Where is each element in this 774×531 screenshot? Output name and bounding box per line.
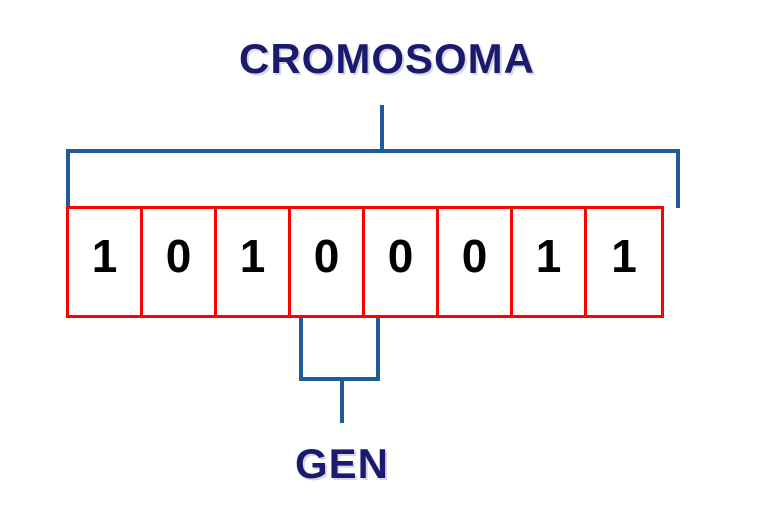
gene-cell[interactable]: 1 [587, 209, 661, 315]
gene-title: GEN [294, 440, 389, 487]
allele-value: 0 [313, 230, 340, 282]
gene-cell[interactable]: 1 [513, 209, 587, 315]
chromosome-strip: 1 0 1 0 0 0 1 1 [66, 206, 664, 318]
gene-bracket-left-leg [299, 317, 303, 381]
gene-cell[interactable]: 1 [69, 209, 143, 315]
allele-value: 0 [165, 230, 192, 282]
allele-value: 1 [611, 230, 637, 282]
gene-bracket-bar [299, 377, 380, 381]
gene-cell[interactable]: 0 [365, 209, 439, 315]
allele-value: 1 [239, 230, 266, 282]
chromosome-bracket-bar [66, 149, 680, 153]
allele-value: 1 [535, 230, 562, 282]
allele-value: 1 [91, 230, 118, 282]
chromosome-title: CROMOSOMA [239, 35, 535, 82]
chromosome-bracket-left-leg [66, 149, 70, 208]
gene-cell[interactable]: 0 [143, 209, 217, 315]
gene-cell[interactable]: 1 [217, 209, 291, 315]
gene-connector-stem [340, 377, 344, 423]
gene-cell-highlighted[interactable]: 0 [291, 209, 365, 315]
gene-bracket-right-leg [376, 317, 380, 381]
allele-value: 0 [461, 230, 488, 282]
gene-cell[interactable]: 0 [439, 209, 513, 315]
allele-value: 0 [387, 230, 414, 282]
chromosome-connector-stem [380, 105, 384, 152]
chromosome-bracket-right-leg [676, 149, 680, 208]
